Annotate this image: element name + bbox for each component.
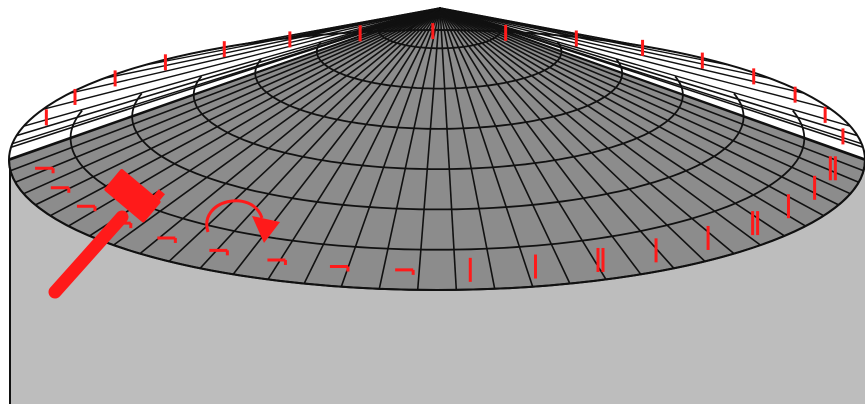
roof-radial-line-back [349,7,441,34]
roof-radial-line [16,7,441,137]
roof-radial-line [199,7,441,269]
rotate-clockwise-arrow-icon [205,199,280,243]
roof-radial-line [439,7,860,184]
hammer-head-neck [153,189,165,201]
roof-radial-line [303,7,441,284]
rotation-arc [205,199,264,233]
roof-radial-line [340,7,441,287]
roof-radial-line [23,7,441,195]
roof-radial-line [439,7,458,290]
roof-radial-line [439,7,807,227]
roof-radial-line-back [12,7,441,145]
roof-radial-line [439,7,607,280]
roof-radial-line-back [69,7,441,94]
roof-radial-line [14,7,441,184]
seam-markers [35,23,845,282]
roof-radial-line [113,7,441,246]
roof-radial-lines [8,7,865,290]
roof-radial-line [267,7,441,280]
roof-radial-line [35,7,441,206]
roof-radial-line-back [23,7,441,127]
roof-radial-line [378,7,441,289]
roof-radial-line [439,7,642,275]
roof-radial-line [439,7,571,284]
roof-rim-edge [8,29,865,291]
roof-radial-line-back [439,7,732,67]
roof-radial-line [168,7,441,262]
roof-radial-line [439,7,851,195]
roof-radial-line-back [439,7,467,31]
roof-radial-line-back [439,7,805,94]
roof-radial-line [439,7,534,287]
roof-radial-line [439,7,858,137]
roof-radial-line [439,7,706,262]
roof-radial-line [439,7,864,172]
roof-radial-line [439,7,825,217]
roof-radial-line [439,7,496,289]
roof-radial-line [439,7,785,237]
roof-radial-line [439,7,675,269]
roof-radial-line-back [439,7,771,80]
roof-radial-line [10,7,441,172]
hammer-head [104,169,161,223]
roof-radial-line [439,7,735,255]
roof-radial-line [139,7,441,255]
roof-radial-line-back [292,7,441,39]
roof-radial-line-back [439,7,862,145]
roof-radial-line-back [407,7,441,31]
rotation-arrowhead [252,216,280,243]
roof-radial-line-back [42,7,441,110]
roof-radial-line [8,7,441,160]
roof-radial-line [416,7,441,290]
roof-radial-line-back [439,7,851,127]
hammer-icon [48,169,165,299]
roof-radial-line [439,7,865,160]
hammer-handle [48,210,129,299]
roof-radial-line [439,7,761,246]
